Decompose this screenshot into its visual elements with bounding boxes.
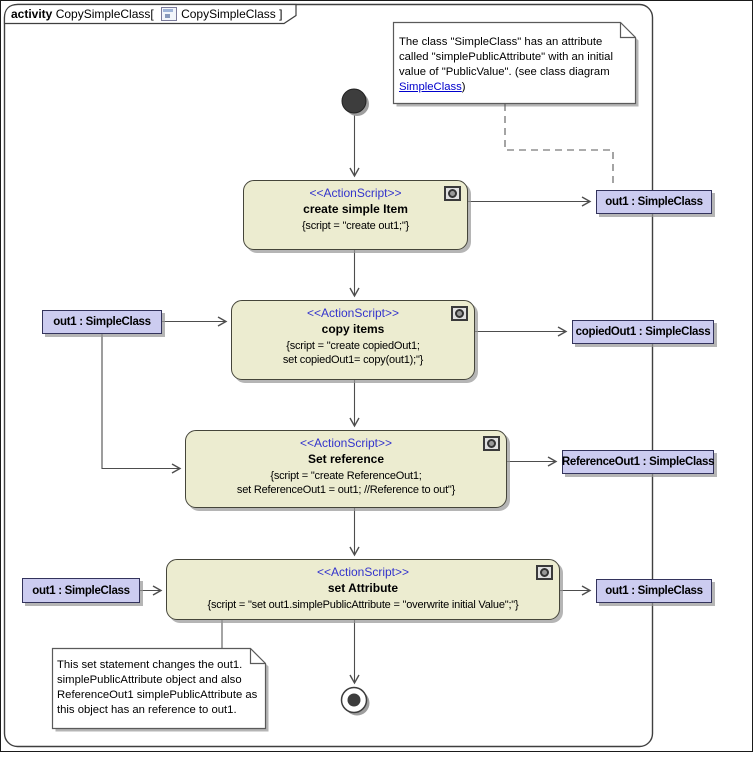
action-name: copy items [321,322,385,336]
action-script-text: {script = "set out1.simplePublicAttribut… [207,599,519,611]
initial-node[interactable] [341,88,369,116]
object-node-referenceout1[interactable]: ReferenceOut1 : SimpleClass [562,450,714,474]
flow-edges[interactable] [101,114,590,683]
action-script-icon[interactable] [444,186,461,201]
action-script-icon[interactable] [483,436,500,451]
object-node-label: out1 : SimpleClass [53,316,151,328]
frame-keyword: activity [11,7,53,21]
simpleclass-link[interactable]: SimpleClass [399,81,462,93]
object-node-out1-bottom-right[interactable]: out1 : SimpleClass [596,579,712,603]
action-script-text: {script = "create out1;"} [301,220,410,232]
action-stereotype: <<ActionScript>> [306,306,400,320]
object-node-label: out1 : SimpleClass [605,196,703,208]
activity-final-node[interactable] [340,686,370,716]
frame-header-tab [3,3,297,25]
action-name: set Attribute [327,581,399,595]
action-script-text: {script = "create copiedOut1; [286,340,420,352]
action-copy-items[interactable]: <<ActionScript>> copy items {script = "c… [231,300,475,380]
object-node-label: out1 : SimpleClass [605,585,703,597]
bottom-note-text: This set statement changes the out1. sim… [57,658,259,718]
bottom-note-body: This set statement changes the out1. sim… [57,659,258,716]
action-stereotype: <<ActionScript>> [316,565,410,579]
object-node-out1-left[interactable]: out1 : SimpleClass [42,310,162,334]
top-note-shape[interactable] [392,21,639,107]
activity-diagram-icon [161,7,178,21]
action-stereotype: <<ActionScript>> [299,436,393,450]
activity-frame [3,3,654,748]
frame-bracket: ] [275,7,283,21]
action-set-attribute[interactable]: <<ActionScript>> set Attribute {script =… [166,559,560,620]
action-name: Set reference [307,452,385,466]
top-note-close: ) [461,81,466,93]
object-node-copiedout1[interactable]: copiedOut1 : SimpleClass [572,320,714,344]
object-node-out1-top-right[interactable]: out1 : SimpleClass [596,190,712,214]
frame-diagram-name: CopySimpleClass [181,7,276,21]
frame-header: activity CopySimpleClass[ CopySimpleClas… [11,6,282,22]
frame-activity-name: CopySimpleClass[ [52,7,158,21]
action-name: create simple Item [303,202,408,216]
action-script-text: {script = "create ReferenceOut1; [270,470,422,482]
top-note-anchor-line [504,104,614,187]
action-script-icon[interactable] [451,306,468,321]
object-node-label: out1 : SimpleClass [32,584,130,597]
flow-out1-to-setref [101,333,180,469]
object-node-out1-left-bottom[interactable]: out1 : SimpleClass [22,578,140,603]
object-node-label: ReferenceOut1 : SimpleClass [561,456,715,468]
action-set-reference[interactable]: <<ActionScript>> Set reference {script =… [185,430,507,508]
action-script-icon[interactable] [536,565,553,580]
action-script-text: set ReferenceOut1 = out1; //Reference to… [236,484,456,496]
action-script-text: set copiedOut1= copy(out1);"} [282,354,424,366]
object-node-label: copiedOut1 : SimpleClass [575,326,711,338]
action-create-simple-item[interactable]: <<ActionScript>> create simple Item {scr… [243,180,468,250]
top-note-body: The class "SimpleClass" has an attribute… [399,36,613,78]
top-note-text: The class "SimpleClass" has an attribute… [399,35,627,95]
action-stereotype: <<ActionScript>> [309,186,402,200]
bottom-note-shape[interactable] [51,647,269,732]
